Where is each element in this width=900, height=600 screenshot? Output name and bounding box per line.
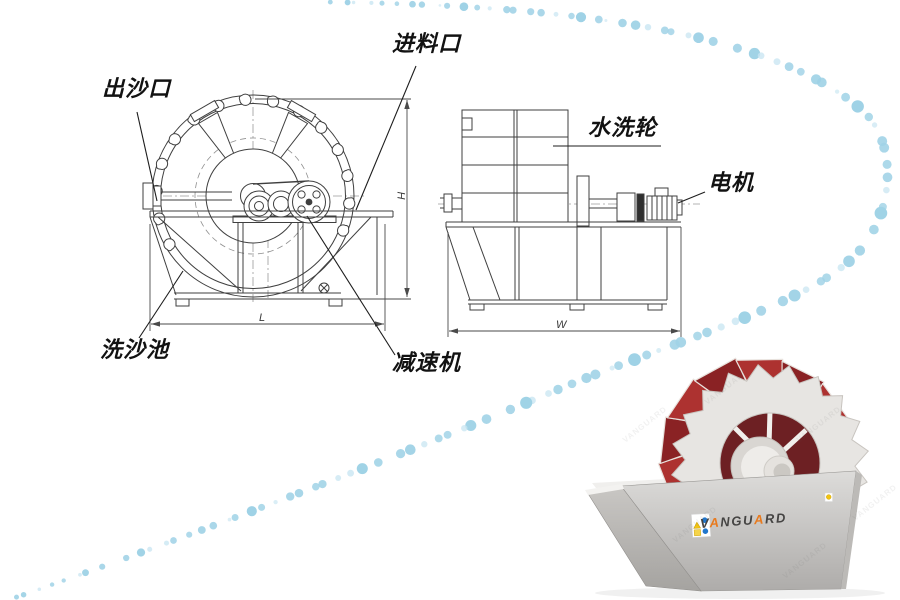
small-sticker — [824, 492, 833, 502]
side-axle — [440, 193, 463, 213]
ground-shadow — [595, 587, 885, 599]
label-reducer: 减速机 — [392, 350, 462, 375]
side-view-drawing — [438, 109, 706, 337]
label-feed-inlet: 进料口 — [392, 31, 462, 56]
dotted-swoosh-decoration — [14, 0, 893, 600]
label-washing-tank: 洗沙池 — [100, 337, 170, 362]
label-motor: 电机 — [708, 170, 755, 195]
warning-stickers — [691, 513, 712, 538]
tank-body — [585, 470, 862, 592]
side-dimensions — [447, 227, 682, 337]
dim-label-length: L — [259, 312, 266, 324]
front-axle — [142, 182, 232, 210]
side-tank — [445, 221, 681, 311]
side-leader-lines — [553, 145, 706, 204]
dim-label-height: H — [394, 191, 407, 200]
label-sand-outlet: 出沙口 — [102, 76, 172, 101]
side-wheel-box — [461, 109, 569, 223]
dim-label-width: W — [556, 319, 567, 331]
side-drive-motor — [576, 175, 683, 227]
brand-letter: RD — [764, 509, 788, 527]
front-dimensions — [149, 98, 411, 331]
front-view-drawing — [136, 65, 417, 356]
front-tank — [149, 210, 394, 307]
brand-letter: NGU — [719, 512, 755, 530]
front-leader-lines — [136, 65, 417, 356]
label-washing-wheel: 水洗轮 — [588, 115, 658, 140]
product-render — [585, 357, 885, 599]
